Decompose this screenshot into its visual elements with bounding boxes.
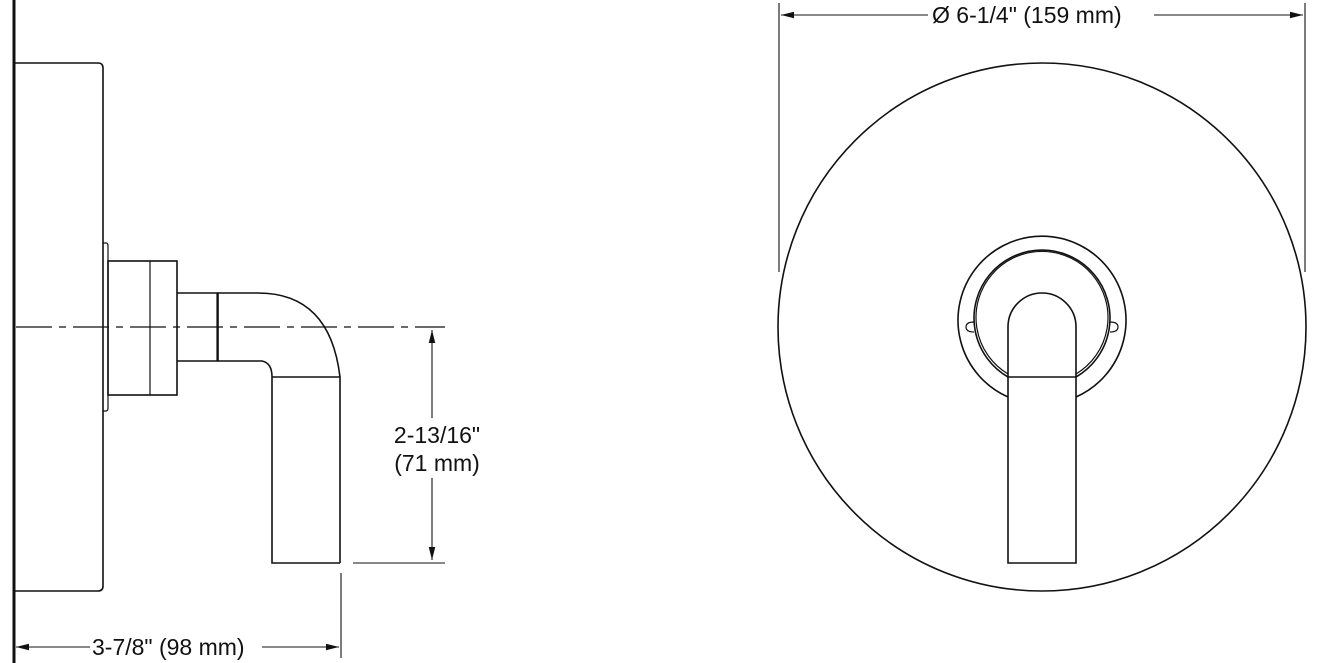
diameter-dimension-label: Ø 6-1/4" (159 mm) <box>930 2 1124 28</box>
front-view <box>777 3 1307 592</box>
lever-outer-profile <box>218 292 341 563</box>
escutcheon-inner-ring <box>973 249 1111 378</box>
depth-dimension-label: 3-7/8" (98 mm) <box>90 634 247 660</box>
handle-height-label-inch: 2-13/16" <box>385 422 489 448</box>
escutcheon-inner-ring-2 <box>975 250 1109 375</box>
lever-handle <box>1007 292 1077 564</box>
ear-right <box>1109 321 1119 333</box>
trim-plate-circle <box>777 62 1307 592</box>
collar-block <box>107 260 178 396</box>
handle-height-label-mm: (71 mm) <box>385 450 489 476</box>
ear-left <box>965 321 975 333</box>
lever-inner-profile <box>218 360 340 564</box>
side-view <box>12 0 445 663</box>
escutcheon-outer-ring <box>957 235 1127 398</box>
